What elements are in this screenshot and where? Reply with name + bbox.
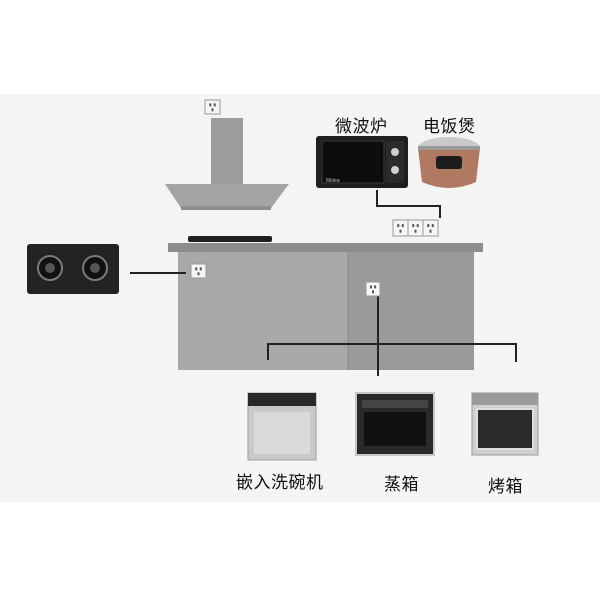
socket-slot [429, 229, 432, 233]
socket-icon [190, 99, 381, 297]
socket-slot [213, 103, 216, 107]
socket-slot [374, 285, 377, 289]
socket-slot [401, 224, 404, 228]
gas-hob-side [188, 236, 272, 242]
socket-slot [427, 224, 430, 228]
socket-slot [369, 285, 372, 289]
socket-slot [372, 290, 374, 294]
range-hood [165, 118, 289, 210]
rice-cooker [418, 137, 480, 188]
gas-hob-top [27, 244, 119, 294]
socket-slot [209, 103, 212, 107]
socket-slot [397, 224, 400, 228]
brand-text: Midea [326, 178, 340, 184]
socket-slot [195, 267, 198, 271]
wiring [130, 190, 517, 376]
socket-slot [197, 272, 200, 276]
label-rice-cooker: 电饭煲 [423, 117, 476, 137]
socket-slot [211, 108, 214, 112]
socket-slot [399, 229, 402, 233]
socket-slot [412, 224, 415, 228]
socket-slot [431, 224, 434, 228]
label-steamer: 蒸箱 [384, 475, 419, 495]
socket-slot [199, 267, 202, 271]
oven [471, 392, 539, 456]
socket-slot [414, 229, 417, 233]
socket-slot [416, 224, 419, 228]
label-dishwasher: 嵌入洗碗机 [236, 473, 324, 493]
steam-oven [355, 392, 435, 456]
countertop [168, 243, 483, 370]
label-oven: 烤箱 [488, 477, 523, 497]
socket-strip-icon [392, 219, 439, 237]
dishwasher [247, 392, 317, 461]
microwave: Midea [316, 136, 408, 188]
label-microwave: 微波炉 [335, 117, 388, 137]
